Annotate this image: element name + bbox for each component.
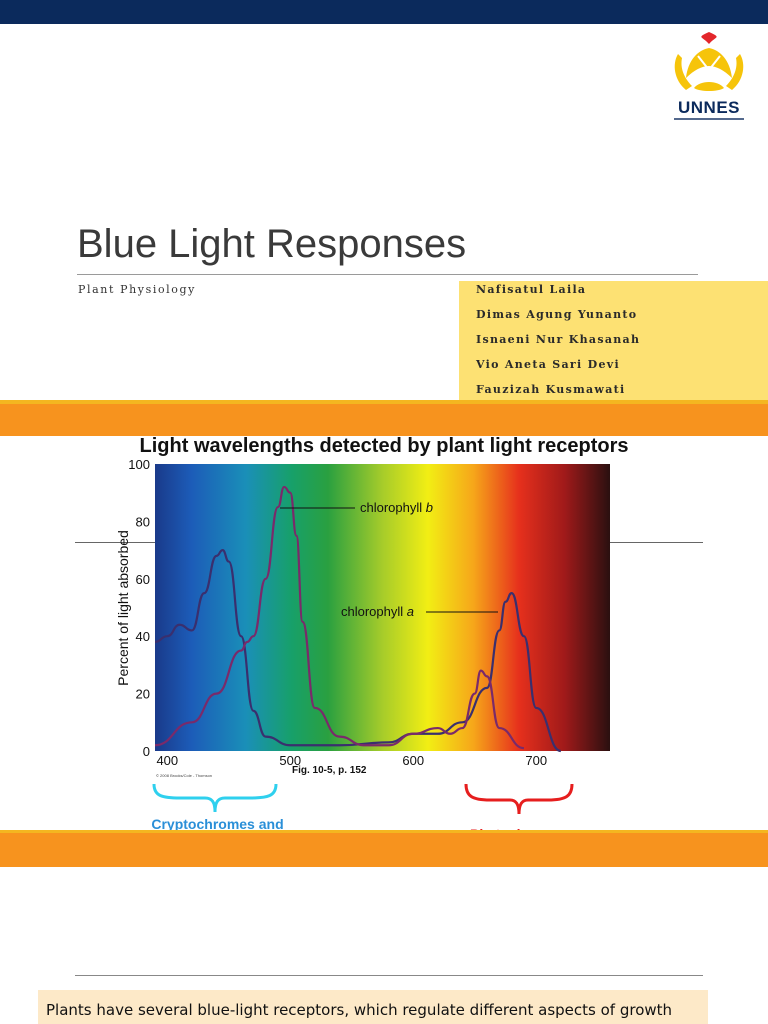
x-tick-label: 500: [279, 753, 301, 768]
x-tick-label: 400: [156, 753, 178, 768]
y-tick-label: 80: [136, 514, 150, 529]
top-bar: [0, 0, 768, 24]
label-chlorophyll-b: chlorophyll b: [360, 500, 433, 515]
y-axis: 0 20 40 60 80 100: [128, 460, 150, 759]
copyright-notice: © 2008 Brooks/Cole - Thomson: [156, 773, 213, 778]
background-rule-right: [610, 542, 703, 543]
y-axis-label: Percent of light absorbed: [115, 530, 131, 686]
y-tick-label: 40: [136, 629, 150, 644]
logo-text: UNNES: [677, 98, 740, 117]
series-line-chlorophyll-b: [154, 485, 525, 750]
x-tick-label: 600: [402, 753, 424, 768]
x-tick-label: 700: [525, 753, 547, 768]
absorption-chart: 0 20 40 60 80 100 400 500 600 700 Percent of lig…: [115, 460, 610, 768]
slide-subtitle: Plant Physiology: [78, 283, 196, 296]
y-tick-label: 20: [136, 687, 150, 702]
slide-title: Blue Light Responses: [77, 222, 467, 266]
legend-chlorophyll-b: chlorophyll b: [280, 500, 433, 515]
y-tick-label: 60: [136, 572, 150, 587]
accent-band-top: [0, 400, 768, 436]
author-name: Nafisatul Laila: [476, 283, 587, 296]
y-tick-label: 100: [128, 460, 150, 472]
logo-emblem-icon: [674, 32, 744, 91]
figure-title: Light wavelengths detected by plant ligh…: [139, 435, 629, 457]
author-name: Isnaeni Nur Khasanah: [476, 333, 641, 346]
background-rule-left: [75, 542, 155, 543]
x-axis: 400 500 600 700: [156, 753, 547, 768]
unnes-logo: UNNES: [668, 30, 750, 130]
accent-band-bottom: [0, 830, 768, 867]
author-name: Fauzizah Kusmawati: [476, 383, 626, 396]
summary-note: Plants have several blue-light receptors…: [38, 990, 708, 1024]
footer-divider: [75, 975, 703, 976]
logo-underline: [674, 118, 744, 120]
author-name: Vio Aneta Sari Devi: [476, 358, 620, 371]
title-divider: [77, 274, 698, 275]
summary-text: Plants have several blue-light receptors…: [46, 1001, 673, 1019]
phytochrome-bracket-icon: [464, 783, 574, 815]
author-name: Dimas Agung Yunanto: [476, 308, 638, 321]
series-lines: [154, 485, 562, 753]
figure-caption: Fig. 10-5, p. 152: [292, 765, 367, 776]
cryptochrome-bracket-icon: [152, 783, 278, 813]
series-line-chlorophyll-a: [154, 548, 562, 753]
y-tick-label: 0: [143, 744, 150, 759]
label-chlorophyll-a: chlorophyll a: [341, 604, 414, 619]
author-box: Nafisatul Laila Dimas Agung Yunanto Isna…: [459, 281, 768, 400]
legend-chlorophyll-a: chlorophyll a: [341, 604, 498, 619]
